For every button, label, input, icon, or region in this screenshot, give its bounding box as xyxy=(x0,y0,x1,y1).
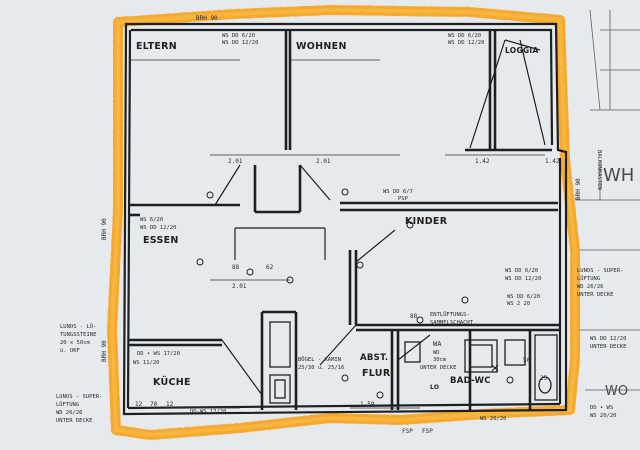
dim-12: 88 xyxy=(410,313,418,320)
note-ws-kueche: WS 11/20 xyxy=(133,360,160,366)
note-ws-top2: WS DD 12/20 xyxy=(222,40,258,46)
room-label-kinder: KINDER xyxy=(405,216,448,227)
room-label-eltern: ELTERN xyxy=(136,41,177,52)
note-ws-ab: WS 20/20 xyxy=(480,416,507,422)
fsp-2: FSP xyxy=(422,428,433,435)
note-psp: PSP xyxy=(398,196,409,202)
fsp-1: FSP xyxy=(402,428,413,435)
dim-4: 1.42 xyxy=(545,158,560,165)
note-lunos-bottom-4: UNTER DECKE xyxy=(56,418,92,424)
note-ws-right-4: UNTER DECKE xyxy=(590,344,626,350)
room-label-essen: ESSEN xyxy=(143,235,179,246)
note-unter-decke: UNTER DECKE xyxy=(420,365,456,371)
note-ws-mid: WS DD 6/7 xyxy=(383,189,413,195)
note-lunos-left-2: TUNGSSTEINE xyxy=(60,332,96,338)
note-ws-essen2: WS DD 12/20 xyxy=(140,225,176,231)
dim-11: 12 xyxy=(166,401,174,408)
chimney-blocks xyxy=(269,321,291,404)
dimension-lines xyxy=(130,59,545,409)
title-fragment-bottom: WO xyxy=(605,384,628,399)
note-ws-right-3: WS DD 12/20 xyxy=(590,336,626,342)
note-lunos-bottom-2: LÜFTUNG xyxy=(56,401,79,408)
bathroom-fixtures xyxy=(404,334,558,401)
note-lunos-left-3: 20 x 50cm xyxy=(60,340,90,346)
note-ws-top4: WS DD 12/20 xyxy=(448,40,484,46)
note-balkonkasten: BALKONKASTEN xyxy=(596,150,602,190)
note-lunos-right-1: LUNOS - SUPER- xyxy=(577,268,623,274)
adjacent-plan-lines xyxy=(575,9,640,391)
note-ws-kueche-2: DD-WS 17/20 xyxy=(190,409,226,415)
dim-2: 2.01 xyxy=(316,158,331,165)
note-ws-top1: WS DD 6/20 xyxy=(222,33,255,39)
note-ws-right-1: WS DD 6/20 xyxy=(505,268,538,274)
note-ws-right-2: WS DD 12/20 xyxy=(505,276,541,282)
dim-6: 62 xyxy=(266,264,274,271)
title-fragment-top: WH xyxy=(603,165,634,186)
note-wd-1: WD xyxy=(433,350,440,356)
room-label-kueche: KÜCHE xyxy=(153,377,191,388)
note-lunos-right-2: LÜFTUNG xyxy=(577,275,600,282)
brh-top-1: BRH 90 xyxy=(196,15,218,22)
note-ws-kinder-1: WS DD 6/20 xyxy=(507,294,540,300)
dim-3: 1.42 xyxy=(475,158,490,165)
note-lunos-bottom-3: WD 26/26 xyxy=(56,410,83,416)
note-lunos-left-1: LUNOS - LÜ- xyxy=(60,323,96,330)
note-dd-ws-bottom: DD • WS xyxy=(590,405,613,411)
note-entlueftung-1: ENTLÜFTUNGS- xyxy=(430,311,470,318)
note-lunos-right-3: WD 26/26 xyxy=(577,284,604,290)
dim-13: 25 xyxy=(540,375,548,382)
note-dd-ws-bottom-2: WS 20/20 xyxy=(590,413,617,419)
note-kamin-2: 25/30 u. 25/16 xyxy=(298,365,344,371)
note-dd-ws-left: DD • WS 17/20 xyxy=(137,351,180,357)
door-swings xyxy=(214,39,546,396)
note-entlueftung-2: SAMMELSCHACHT xyxy=(430,320,474,326)
electrical-symbols xyxy=(196,188,514,399)
perimeter-highlight xyxy=(107,5,580,440)
note-wd-2: 30cm xyxy=(433,357,447,363)
dim-7: 2.01 xyxy=(232,283,247,290)
room-label-loggia: LOGGIA xyxy=(505,46,539,55)
note-ws-kinder-2: WS 2 20 xyxy=(507,301,530,307)
note-ws-top3: WS DD 6/20 xyxy=(448,33,481,39)
dim-10: 70 xyxy=(150,401,158,408)
dim-9: 12 xyxy=(135,401,143,408)
note-kamin-1: BÖGEL - KAMIN xyxy=(298,356,341,363)
room-label-wohnen: WOHNEN xyxy=(296,41,347,52)
note-wa: WA xyxy=(433,340,442,348)
note-lunos-bottom-1: LUNOS - SUPER- xyxy=(56,394,102,400)
interior-walls xyxy=(128,30,560,410)
room-label-bad-wc: BAD-WC xyxy=(450,376,491,386)
brh-right: BRH 90 xyxy=(575,178,582,200)
room-label-abst: ABST. xyxy=(360,353,388,363)
dim-8: 1.59 xyxy=(360,401,375,408)
brh-left-2: BRH 90 xyxy=(101,340,108,362)
room-label-flur: FLUR xyxy=(362,368,391,379)
note-lunos-right-4: UNTER DECKE xyxy=(577,292,613,298)
dim-14: 50 xyxy=(523,357,531,364)
dim-1: 2.01 xyxy=(228,158,243,165)
dim-5: 88 xyxy=(232,264,240,271)
room-label-lo: LO xyxy=(430,384,439,391)
note-lunos-left-4: ü. OKF xyxy=(60,348,80,354)
outer-walls xyxy=(122,22,568,416)
note-ws-essen1: WS 6/20 xyxy=(140,217,163,223)
brh-left-1: BRH 90 xyxy=(101,218,108,240)
